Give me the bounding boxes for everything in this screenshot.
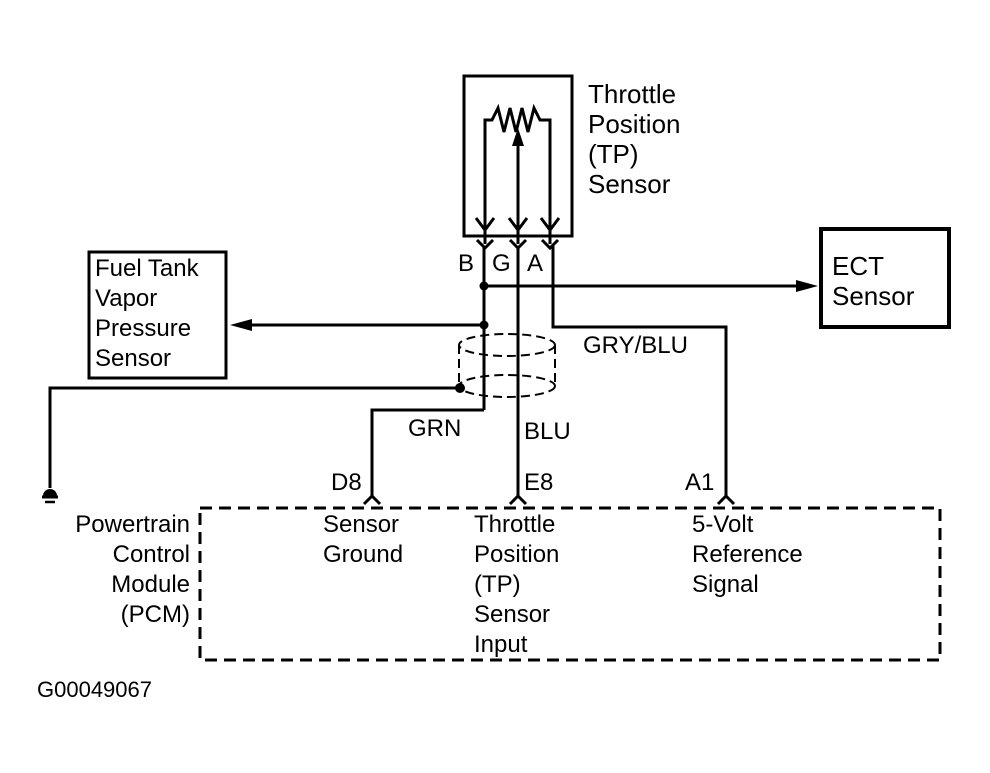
pcm-box: [198, 506, 942, 662]
ect-label-line: Sensor: [832, 281, 915, 311]
pin-label-a: A: [527, 250, 544, 277]
tp-sensor-label: Throttle Position (TP) Sensor: [588, 79, 681, 199]
shield-bottom: [458, 374, 556, 398]
wire-drain-ground: [48, 386, 460, 488]
pin-label-g: G: [492, 250, 511, 277]
pcm-label-line: Module: [111, 571, 190, 598]
pcm-label: Powertrain Control Module (PCM): [30, 510, 190, 630]
shield-top: [458, 333, 556, 357]
wire-gry-blu: [551, 246, 728, 498]
terminal-desc-line: Input: [474, 631, 528, 658]
pcm-label-line: Control: [112, 541, 190, 568]
terminal-desc-a1: 5-Volt Reference Signal: [692, 510, 803, 600]
terminal-d8: [362, 493, 382, 506]
ect-sensor-label: ECT Sensor: [832, 251, 914, 311]
ect-sensor-box: [819, 227, 951, 329]
ect-label-line: ECT: [832, 251, 884, 281]
wire-label-blu: BLU: [524, 418, 571, 445]
fuel-tank-sensor-label: Fuel Tank Vapor Pressure Sensor: [95, 254, 199, 374]
wire-grn: [370, 408, 484, 498]
connector-a: [540, 238, 560, 251]
figure-id: G00049067: [37, 677, 152, 702]
fuel-label-line: Vapor: [95, 285, 158, 312]
wire-label-gry-blu: GRY/BLU: [583, 332, 688, 359]
tp-label-line: Throttle: [588, 79, 677, 109]
terminal-desc-d8: Sensor Ground: [323, 510, 403, 570]
pcm-label-line: (PCM): [120, 601, 190, 628]
tp-label-line: Position: [588, 109, 681, 139]
terminal-desc-line: Reference: [692, 541, 803, 568]
arrow-to-fuel-tank-icon: [230, 319, 252, 331]
pin-arrow-g: [507, 217, 529, 233]
wire-label-grn: GRN: [408, 415, 462, 442]
wiper-arrow-icon: [512, 128, 524, 146]
pin-arrow-a: [539, 217, 561, 233]
terminal-label-d8: D8: [331, 469, 362, 496]
terminal-label-e8: E8: [524, 469, 554, 496]
terminal-desc-line: Position: [474, 541, 560, 568]
terminal-label-a1: A1: [685, 469, 715, 496]
terminal-desc-line: Ground: [323, 541, 404, 568]
arrow-to-ect-icon: [796, 280, 818, 292]
pin-arrow-b: [474, 217, 496, 233]
resistor-icon: [483, 103, 552, 244]
terminal-desc-line: (TP): [474, 571, 521, 598]
tp-label-line: (TP): [588, 139, 639, 169]
terminal-desc-line: Sensor: [323, 511, 400, 538]
fuel-label-line: Sensor: [95, 345, 172, 372]
terminal-desc-line: Sensor: [474, 601, 551, 628]
terminal-desc-line: Throttle: [474, 511, 556, 538]
fuel-tank-sensor-box: [87, 250, 228, 380]
terminal-desc-e8: Throttle Position (TP) Sensor Input: [474, 510, 559, 660]
fuel-label-line: Fuel Tank: [95, 255, 199, 282]
tp-label-line: Sensor: [588, 169, 671, 199]
fuel-label-line: Pressure: [95, 315, 192, 342]
terminal-desc-line: 5-Volt: [692, 511, 754, 538]
terminal-desc-line: Signal: [692, 571, 759, 598]
pin-label-b: B: [458, 250, 475, 277]
pcm-label-line: Powertrain: [75, 511, 190, 538]
ground-icon: [42, 489, 58, 504]
terminal-e8: [508, 493, 528, 506]
terminal-a1: [716, 493, 736, 506]
